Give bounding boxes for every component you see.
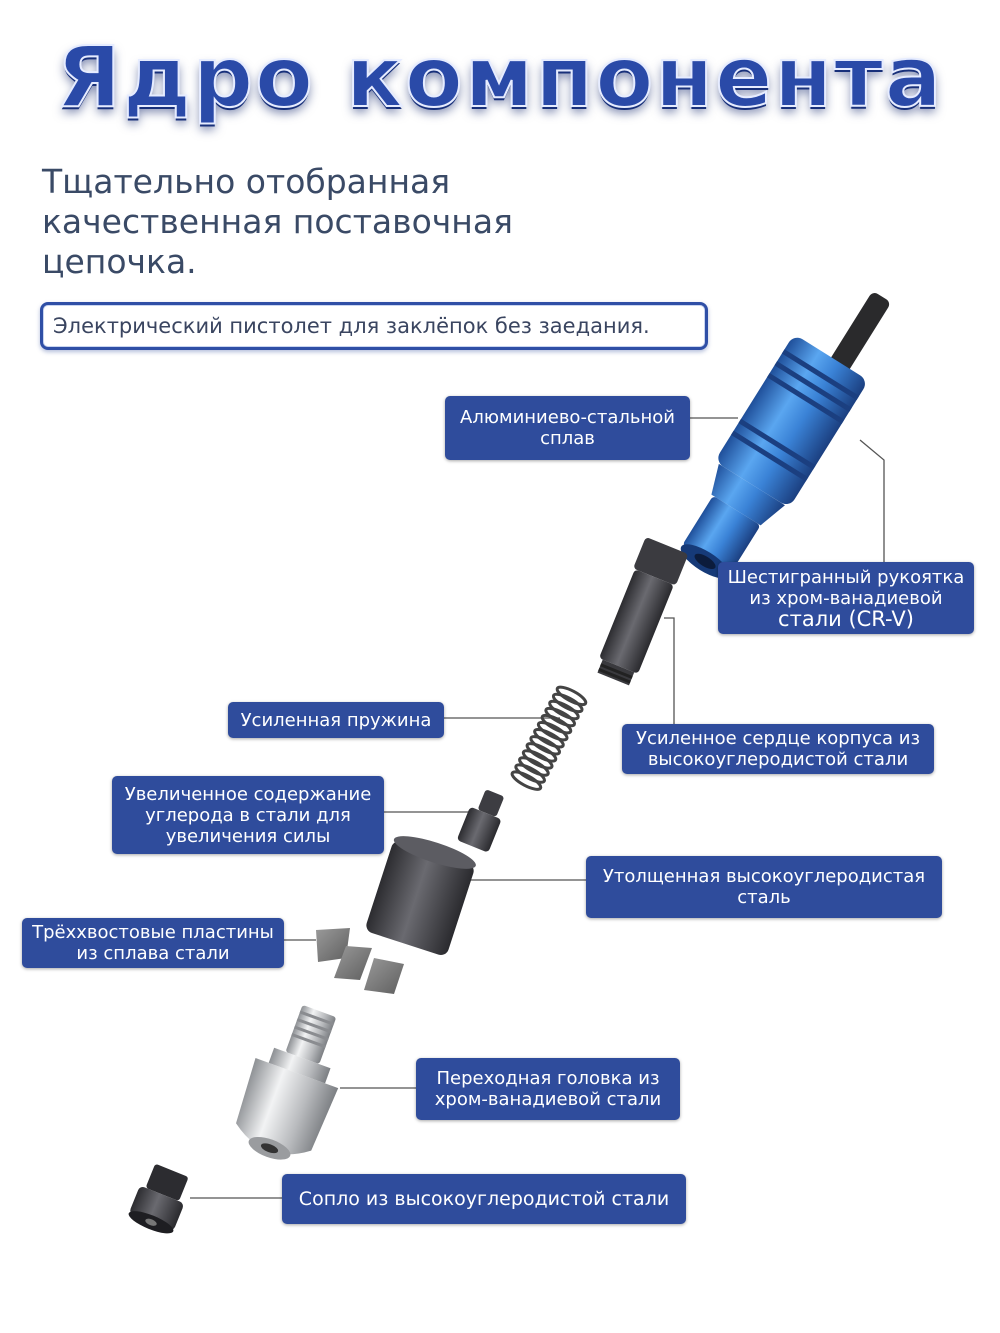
label-spring: Усиленная пружина <box>228 702 444 738</box>
hex-steel-body <box>597 538 688 686</box>
aluminum-handle <box>680 337 865 579</box>
label-carbon: Увеличенное содержание углерода в стали … <box>112 776 384 854</box>
page-title: Ядро компонента <box>55 27 944 127</box>
label-jaws: Трёххвостовые пластины из сплава стали <box>22 918 284 968</box>
spring <box>510 685 588 791</box>
label-hex-handle: Шестигранный рукоятка из хром-ванадиевой… <box>718 562 974 634</box>
label-adapter: Переходная головка из хром-ванадиевой ст… <box>416 1058 680 1120</box>
thick-cylinder <box>366 836 476 956</box>
label-core: Усиленное сердце корпуса из высокоуглеро… <box>622 724 934 774</box>
label-nozzle: Сопло из высокоуглеродистой стали <box>282 1174 686 1224</box>
nozzle <box>128 1164 188 1234</box>
tagline-box: Электрический пистолет для заклёпок без … <box>40 302 708 350</box>
label-aluminum-alloy: Алюминиево-стальной сплав <box>445 396 690 460</box>
jaws <box>316 928 404 994</box>
pusher <box>457 790 504 852</box>
label-thick-steel: Утолщенная высокоуглеродистая сталь <box>586 856 942 918</box>
silver-adapter <box>236 1005 339 1160</box>
page-subtitle: Тщательно отобранная качественная постав… <box>42 162 513 281</box>
